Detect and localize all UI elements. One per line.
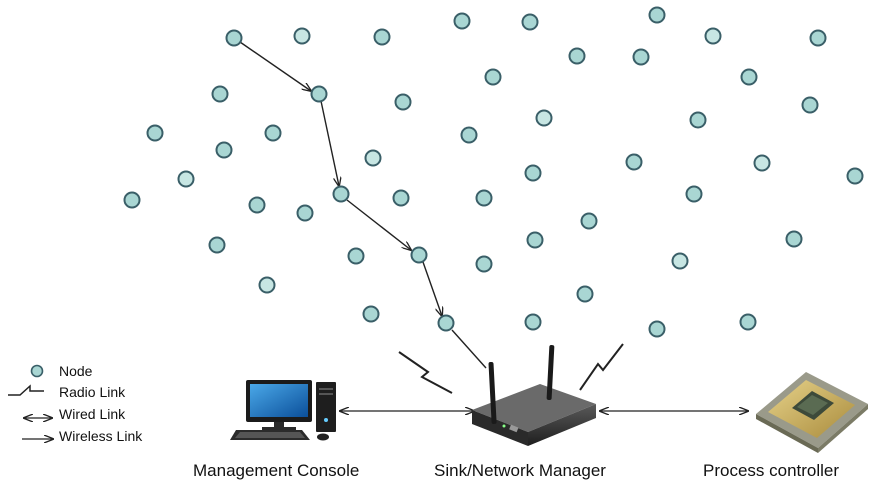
legend-wireless-link-label: Wireless Link [59,428,143,444]
process-controller-label: Process controller [703,461,840,480]
legend-radio-link-label: Radio Link [59,384,126,400]
node-icon [475,189,493,207]
node-icon [809,29,827,47]
node-icon [410,246,428,264]
node-icon [576,285,594,303]
sensor-nodes [123,6,864,338]
node-icon [484,68,502,86]
node-icon [215,141,233,159]
node-icon [347,247,365,265]
node-icon [208,236,226,254]
node-icon [394,93,412,111]
node-icon [671,252,689,270]
wireless-path [239,41,487,369]
node-icon [296,204,314,222]
node-icon [293,27,311,45]
radio-link-icon [398,351,453,394]
node-icon [846,167,864,185]
node-icon [685,185,703,203]
node-icon [437,314,455,332]
node-icon [648,6,666,24]
node-icon [739,313,757,331]
legend-node-label: Node [59,363,93,379]
node-icon [475,255,493,273]
node-icon [753,154,771,172]
node-icon [625,153,643,171]
node-icon [362,305,380,323]
node-icon [568,47,586,65]
node-icon [211,85,229,103]
node-icon [310,85,328,103]
legend-radio-link-icon [8,384,44,396]
node-icon [453,12,471,30]
radio-link-icon [579,343,624,391]
node-icon [580,212,598,230]
router-icon [472,345,596,446]
node-icon [632,48,650,66]
node-icon [460,126,478,144]
computer-icon [230,380,336,441]
node-icon [535,109,553,127]
node-icon [785,230,803,248]
legend-wired-link-label: Wired Link [59,406,126,422]
legend [8,364,53,440]
node-icon [526,231,544,249]
node-icon [258,276,276,294]
node-icon [373,28,391,46]
node-icon [704,27,722,45]
node-icon [524,164,542,182]
management-console-label: Management Console [193,461,360,480]
node-icon [524,313,542,331]
node-icon [146,124,164,142]
node-icon [264,124,282,142]
node-icon [248,196,266,214]
node-icon [364,149,382,167]
legend-node-icon [30,364,44,378]
node-icon [521,13,539,31]
cpu-chip-icon [756,372,868,453]
node-icon [177,170,195,188]
node-icon [689,111,707,129]
node-icon [801,96,819,114]
node-icon [225,29,243,47]
node-icon [648,320,666,338]
node-icon [123,191,141,209]
node-icon [740,68,758,86]
sink-network-manager-label: Sink/Network Manager [434,461,606,480]
node-icon [332,185,350,203]
node-icon [392,189,410,207]
